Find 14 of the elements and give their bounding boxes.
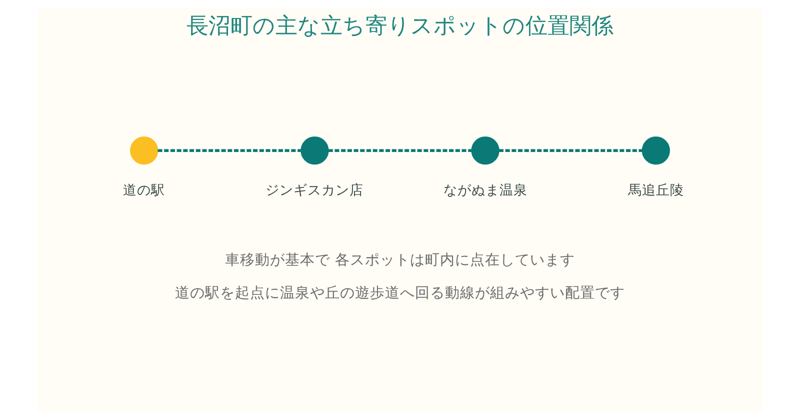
node-circle bbox=[642, 136, 670, 165]
connector bbox=[158, 149, 301, 152]
connector bbox=[328, 149, 472, 152]
connector bbox=[498, 149, 642, 152]
label: 車移動が基本で 各スポットは町内に点在しています bbox=[225, 252, 575, 269]
diagram-title: 長沼町の主な立ち寄りスポットの位置関係 bbox=[186, 14, 614, 39]
node-label: 馬追丘陵 bbox=[628, 182, 684, 199]
node-circle bbox=[130, 136, 158, 165]
node-label: 道の駅 bbox=[123, 182, 166, 199]
node-label: ながぬま温泉 bbox=[443, 182, 528, 199]
node-circle bbox=[471, 136, 500, 165]
node-circle bbox=[300, 136, 329, 165]
node-label: ジンギスカン店 bbox=[266, 182, 364, 199]
label: 道の駅を起点に温泉や丘の遊歩道へ回る動線が組みやすい配置です bbox=[175, 285, 625, 302]
